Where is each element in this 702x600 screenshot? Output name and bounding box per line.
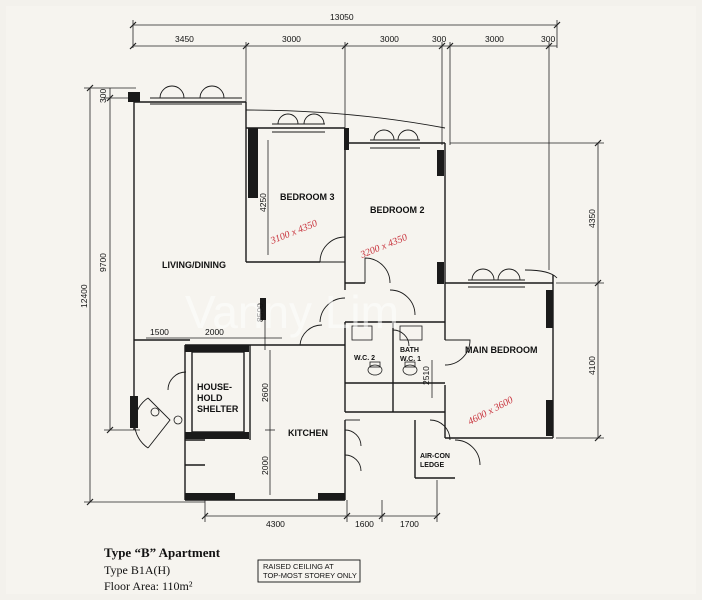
label-main-bedroom: MAIN BEDROOM [465,345,538,355]
dim-living-a: 1500 [150,327,169,337]
label-bedroom-2: BEDROOM 2 [370,205,425,215]
dimension-ticks [86,21,602,520]
dim-bottom-3: 1700 [400,519,419,529]
dim-top-5: 3000 [485,34,504,44]
dim-top-2: 3000 [282,34,301,44]
watermark: Vanny Lim [185,286,399,338]
label-aircon-1: AIR-CON [420,453,450,460]
dim-center-vertical: 8500 [255,303,265,322]
dim-shelter-height: 2600 [260,383,270,402]
dim-living-b: 2000 [205,327,224,337]
dim-top-1: 3450 [175,34,194,44]
dim-left-inner: 9700 [98,253,108,272]
fixtures [150,325,423,425]
caption-type: Type B1A(H) [104,563,170,577]
dim-kitchen-height: 2000 [260,456,270,475]
caption-area: Floor Area: 110m² [104,579,193,593]
ceiling-note-box [257,559,361,583]
windows [150,85,558,288]
label-wc-1: W.C. 1 [400,356,421,363]
dim-top-3: 3000 [380,34,399,44]
dim-top-6: 300 [541,34,555,44]
label-bath: BATH [400,347,419,354]
label-aircon-2: LEDGE [420,462,444,469]
dim-right-bottom: 4100 [587,356,597,375]
solid-walls [128,92,553,500]
dim-left-outer: 12400 [79,284,89,308]
dim-bottom-1: 4300 [266,519,285,529]
label-shelter-2: HOLD [197,393,223,403]
label-wc-2: W.C. 2 [354,355,375,362]
dim-overall: 13050 [330,12,354,22]
ceiling-note-line2: TOP-MOST STOREY ONLY [263,571,357,580]
ceiling-note-line1: RAISED CEILING AT [263,562,334,571]
dim-bottom-2: 1600 [355,519,374,529]
dim-main-bed-small: 2510 [421,366,431,385]
dim-left-300: 300 [98,89,108,103]
label-shelter-1: HOUSE- [197,382,232,392]
dim-right-top: 4350 [587,209,597,228]
paper [6,6,696,594]
label-bedroom-3: BEDROOM 3 [280,192,335,202]
dim-bedroom3-height: 4250 [258,193,268,212]
label-kitchen: KITCHEN [288,428,328,438]
label-shelter-3: SHELTER [197,404,239,414]
label-living-dining: LIVING/DINING [162,260,226,270]
dim-top-4: 300 [432,34,446,44]
door-swings [134,236,481,472]
caption-title: Type “B” Apartment [104,545,221,560]
